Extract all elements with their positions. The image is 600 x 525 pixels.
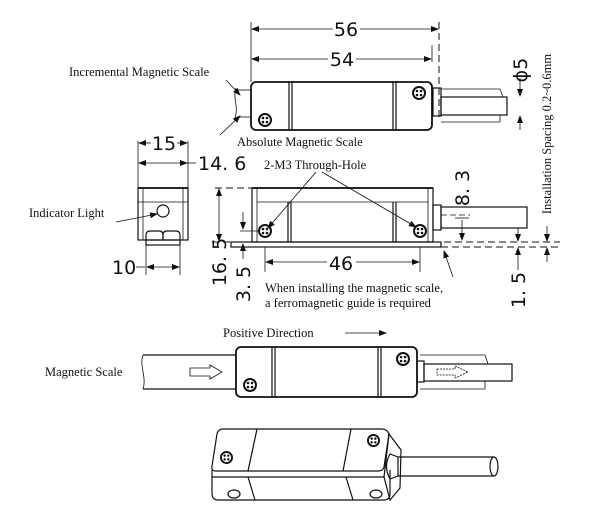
break-line: [233, 87, 237, 121]
iso-segment-line: [247, 476, 256, 501]
end-body: [137, 187, 189, 241]
label-installation-note-1: When installing the magnetic scale,: [265, 281, 443, 295]
dim-width-total: 15: [152, 133, 176, 155]
dim-length-body: 54: [330, 49, 354, 71]
dim-height-total: 16. 5: [209, 238, 231, 286]
iso-segment-line: [247, 428, 258, 472]
label-installation-spacing: Installation Spacing 0.2~0.6mm: [540, 54, 554, 214]
dim-cable-height: 8. 3: [452, 170, 474, 206]
cable-end: [489, 456, 499, 477]
cable-gland: [416, 360, 425, 383]
isometric-view: [211, 428, 499, 502]
label-absolute-scale: Absolute Magnetic Scale: [237, 135, 363, 149]
scale-plate: [230, 241, 442, 248]
leader-line: [225, 79, 241, 96]
label-incremental-scale: Incremental Magnetic Scale: [69, 65, 210, 79]
label-magnetic-scale: Magnetic Scale: [45, 365, 123, 379]
cable-gland: [432, 87, 442, 117]
dim-base-width: 10: [112, 257, 136, 279]
top-view: 56 54 ϕ5 Incremental Magnetic Scale Abs: [69, 19, 532, 149]
mount-hole-icon: [227, 489, 241, 499]
movement-view: Positive Direction Magnetic Scale: [45, 326, 513, 398]
leader-line: [115, 212, 158, 223]
dim-scale-thickness: 1. 5: [508, 272, 530, 308]
cable: [440, 206, 528, 229]
dim-hole-spacing: 46: [329, 253, 353, 275]
side-view: 16. 5 3. 5 8. 3 1. 5: [209, 54, 560, 310]
label-through-hole: 2-M3 Through-Hole: [264, 158, 367, 172]
iso-top-face: [211, 428, 390, 472]
arrow-right-icon: [436, 365, 469, 379]
screw-icon: [412, 86, 426, 100]
end-foot: [145, 230, 164, 240]
dim-hole-height: 3. 5: [233, 266, 255, 302]
cable-gland: [385, 453, 399, 480]
leader-line: [443, 250, 454, 278]
screw-icon: [220, 451, 233, 464]
iso-segment-line: [342, 428, 352, 472]
dim-cable-diameter: ϕ5: [510, 58, 532, 83]
break-line: [141, 354, 145, 390]
end-foot: [162, 230, 181, 240]
dim-length-total: 56: [334, 19, 358, 41]
reader-head-body: [235, 346, 418, 398]
screw-icon: [243, 378, 257, 392]
end-view: 15 14. 6 10 Indicator Light: [29, 133, 246, 279]
mount-hole-icon: [369, 489, 383, 499]
indicator-light-icon: [156, 204, 170, 218]
cable-gland: [432, 204, 442, 231]
reader-head-body: [250, 81, 433, 131]
leader-line: [219, 115, 241, 136]
iso-segment-line: [345, 476, 354, 501]
cable: [423, 363, 513, 382]
end-base-plate: [145, 239, 181, 246]
label-positive-direction: Positive Direction: [223, 326, 314, 340]
screw-icon: [396, 352, 410, 366]
label-indicator-light: Indicator Light: [29, 206, 105, 220]
iso-front-face: [211, 470, 391, 501]
screw-icon: [258, 113, 272, 127]
scale-strip-line: [499, 88, 504, 98]
leader-line: [321, 171, 417, 228]
leader-line: [267, 171, 317, 229]
cable: [440, 96, 508, 116]
cable: [398, 456, 494, 477]
arrow-right-icon: [189, 364, 223, 380]
iso-end-face: [383, 432, 402, 502]
label-installation-note-2: a ferromagnetic guide is required: [265, 296, 432, 310]
screw-icon: [367, 434, 380, 447]
scale-strip-line: [484, 354, 489, 365]
dim-width-body: 14. 6: [198, 153, 246, 175]
